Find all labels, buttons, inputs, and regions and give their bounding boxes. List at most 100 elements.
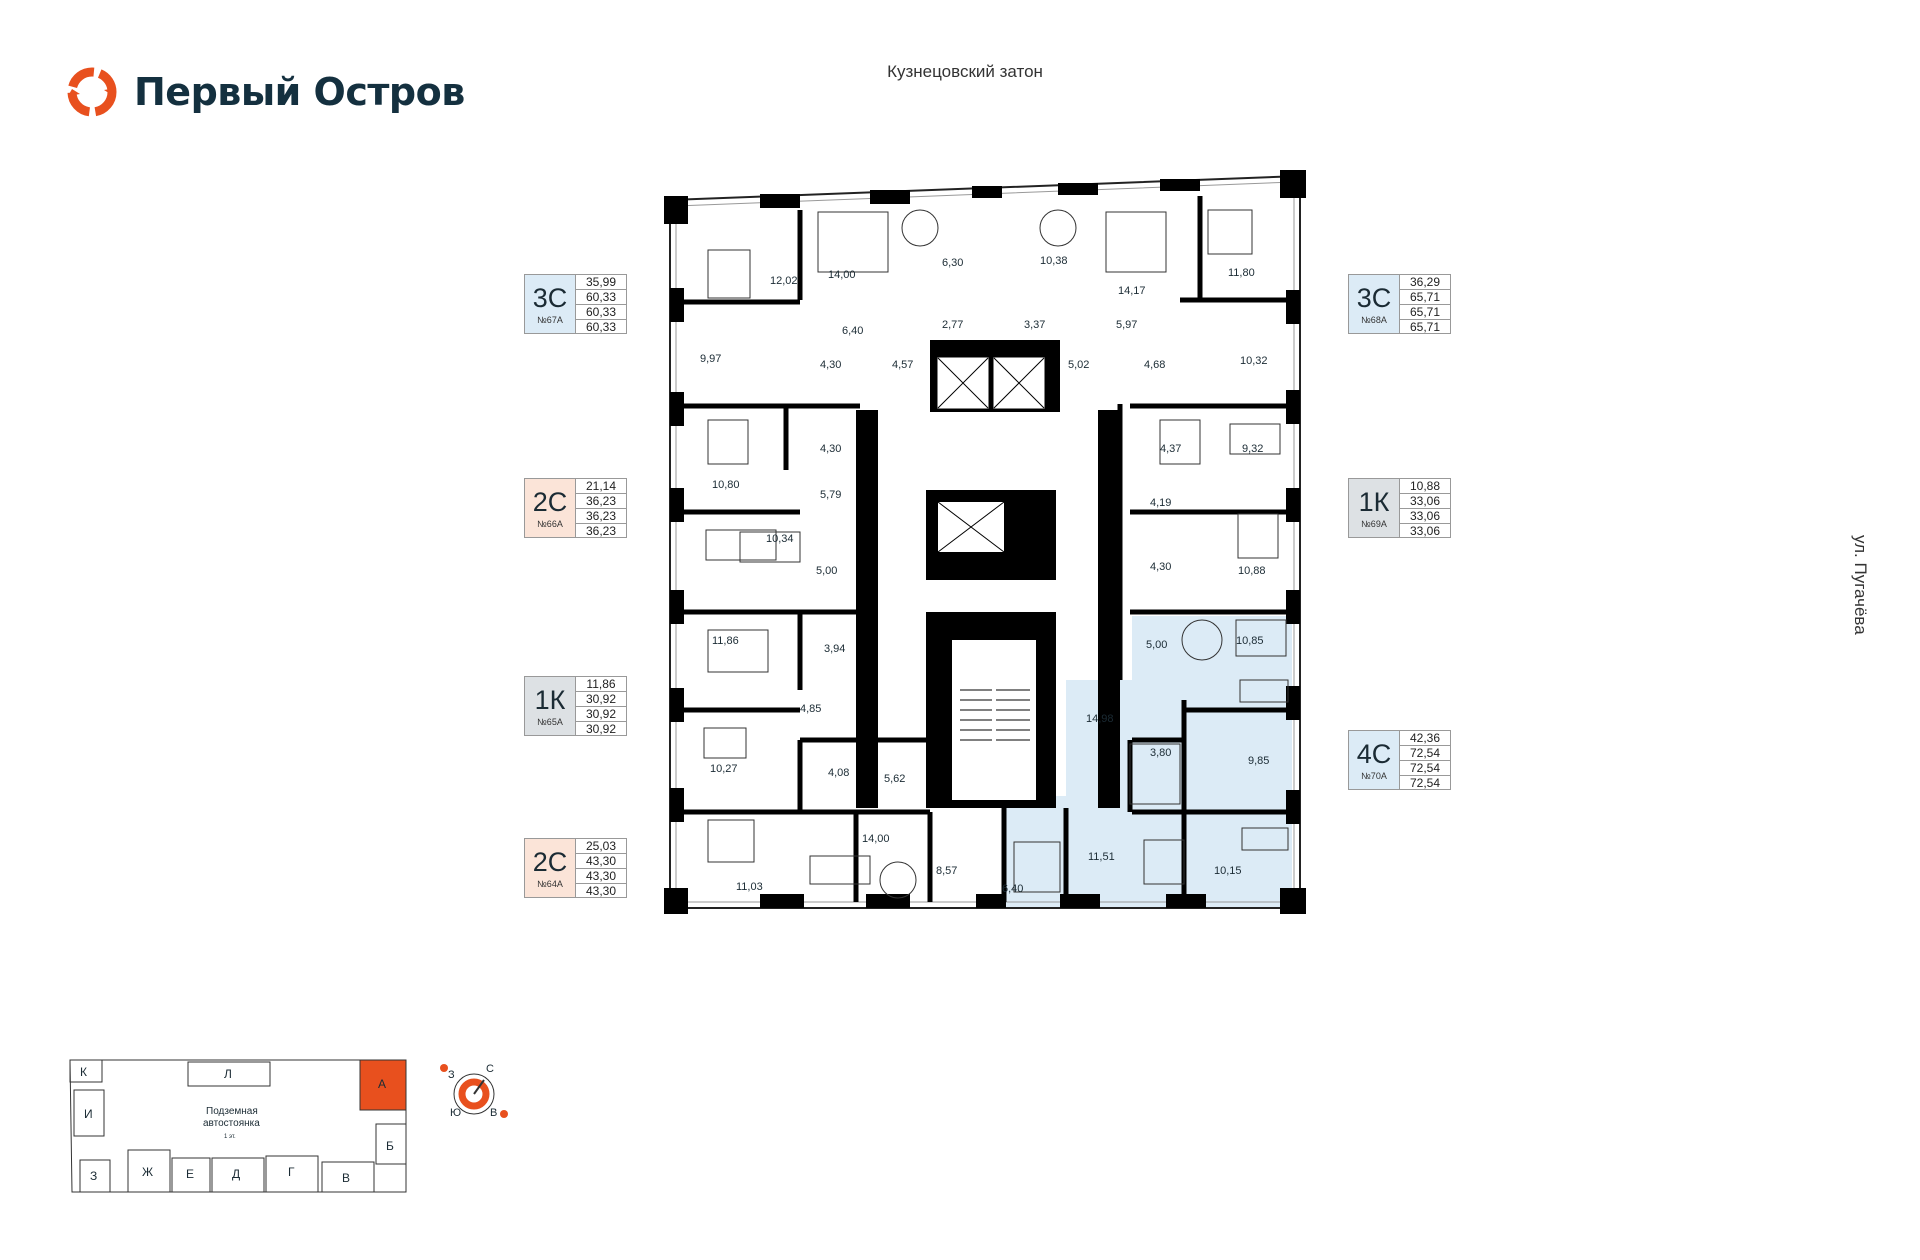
legend-type: 3С bbox=[532, 283, 568, 313]
legend-area: 60,33 bbox=[585, 320, 617, 334]
parking-label: Подземная bbox=[206, 1106, 258, 1117]
legend-area: 33,06 bbox=[1400, 509, 1450, 524]
room-area: 3,80 bbox=[1150, 747, 1171, 759]
legend-type: 1К bbox=[1358, 487, 1390, 517]
legend-area: 72,54 bbox=[1400, 761, 1450, 776]
room-area: 11,86 bbox=[712, 635, 739, 647]
legend-badge: 3С №67А bbox=[524, 274, 576, 334]
room-area: 10,38 bbox=[1040, 255, 1068, 267]
legend-number: №67А bbox=[537, 315, 563, 325]
section-label: Е bbox=[186, 1167, 194, 1181]
legend-70a[interactable]: 4С №70А 42,36 72,54 72,54 72,54 bbox=[1348, 730, 1451, 790]
section-label: Г bbox=[288, 1165, 295, 1179]
legend-area: 21,14 bbox=[576, 479, 626, 494]
water-label: Кузнецовский затон bbox=[887, 62, 1043, 81]
compass-dial-icon bbox=[458, 1078, 490, 1110]
legend-area: 42,36 bbox=[1400, 731, 1450, 746]
parking-label: автостоянка bbox=[203, 1118, 260, 1129]
section-label: К bbox=[80, 1065, 87, 1079]
sun-icon bbox=[500, 1110, 508, 1118]
room-area: 5,00 bbox=[816, 565, 837, 577]
legend-type: 3С bbox=[1356, 283, 1392, 313]
legend-64a[interactable]: 2С №64А 25,03 43,30 43,30 43,30 bbox=[524, 838, 627, 898]
legend-66a[interactable]: 2С №66А 21,14 36,23 36,23 36,23 bbox=[524, 478, 627, 538]
room-area: 9,97 bbox=[700, 353, 721, 365]
section-label: Б bbox=[386, 1139, 394, 1153]
section-i bbox=[73, 1089, 105, 1137]
section-b bbox=[375, 1123, 407, 1165]
legend-area: 72,54 bbox=[1400, 746, 1450, 761]
room-area: 4,85 bbox=[800, 703, 821, 715]
room-area: 4,68 bbox=[1144, 359, 1165, 371]
legend-65a[interactable]: 1К №65А 11,86 30,92 30,92 30,92 bbox=[524, 676, 627, 736]
legend-area: 10,88 bbox=[1400, 479, 1450, 494]
room-area: 6,30 bbox=[942, 257, 963, 269]
legend-area: 36,23 bbox=[585, 524, 617, 538]
legend-type: 4С bbox=[1356, 739, 1392, 769]
legend-badge: 1К №65А bbox=[524, 676, 576, 736]
room-area: 11,03 bbox=[736, 881, 763, 893]
compass-north: С bbox=[486, 1063, 494, 1075]
room-area: 4,37 bbox=[1160, 443, 1181, 455]
legend-area: 72,54 bbox=[1409, 776, 1441, 790]
legend-area: 65,71 bbox=[1400, 290, 1450, 305]
room-area: 9,32 bbox=[1242, 443, 1263, 455]
apartment-70a-highlight bbox=[1004, 616, 1292, 908]
legend-area: 60,33 bbox=[576, 305, 626, 320]
legend-area: 33,06 bbox=[1409, 524, 1441, 538]
legend-area: 33,06 bbox=[1400, 494, 1450, 509]
legend-areas: 36,29 65,71 65,71 65,71 bbox=[1400, 274, 1451, 334]
room-area: 5,02 bbox=[1068, 359, 1089, 371]
room-area: 9,85 bbox=[1248, 755, 1269, 767]
brand-name: Первый Остров bbox=[134, 70, 465, 114]
room-area: 10,85 bbox=[1236, 635, 1264, 647]
legend-69a[interactable]: 1К №69А 10,88 33,06 33,06 33,06 bbox=[1348, 478, 1451, 538]
section-a-active bbox=[359, 1059, 407, 1111]
section-label: А bbox=[378, 1077, 386, 1091]
room-area: 10,32 bbox=[1240, 355, 1268, 367]
legend-area: 36,23 bbox=[576, 509, 626, 524]
section-k bbox=[69, 1059, 103, 1083]
room-area: 5,00 bbox=[1146, 639, 1167, 651]
section-label: В bbox=[342, 1171, 350, 1185]
room-area: 4,30 bbox=[820, 359, 841, 371]
section-label: З bbox=[90, 1169, 97, 1183]
legend-number: №70А bbox=[1361, 771, 1387, 781]
section-label: Д bbox=[232, 1167, 240, 1181]
room-area: 10,88 bbox=[1238, 565, 1266, 577]
room-labels: 12,02 14,00 6,30 10,38 14,17 11,80 6,40 … bbox=[700, 255, 1269, 895]
legend-68a[interactable]: 3С №68А 36,29 65,71 65,71 65,71 bbox=[1348, 274, 1451, 334]
legend-area: 11,86 bbox=[576, 677, 626, 692]
legend-number: №66А bbox=[537, 519, 563, 529]
room-area: 3,37 bbox=[1024, 319, 1045, 331]
legend-number: №68А bbox=[1361, 315, 1387, 325]
section-l bbox=[187, 1061, 271, 1087]
legend-area: 65,71 bbox=[1400, 305, 1450, 320]
legend-67a[interactable]: 3С №67А 35,99 60,33 60,33 60,33 bbox=[524, 274, 627, 334]
legend-area: 65,71 bbox=[1409, 320, 1441, 334]
interior-walls bbox=[676, 196, 1294, 902]
legend-badge: 4С №70А bbox=[1348, 730, 1400, 790]
legend-number: №69А bbox=[1361, 519, 1387, 529]
legend-area: 43,30 bbox=[576, 869, 626, 884]
brand-logo[interactable]: Первый Остров bbox=[64, 64, 465, 120]
legend-area: 36,23 bbox=[576, 494, 626, 509]
room-area: 4,19 bbox=[1150, 497, 1171, 509]
room-area: 12,02 bbox=[770, 275, 798, 287]
room-area: 6,40 bbox=[1002, 883, 1023, 895]
legend-type: 2С bbox=[532, 847, 568, 877]
legend-area: 43,30 bbox=[576, 854, 626, 869]
legend-area: 30,92 bbox=[576, 707, 626, 722]
compass: С З Ю В bbox=[440, 1063, 508, 1119]
room-area: 6,40 bbox=[842, 325, 863, 337]
legend-areas: 35,99 60,33 60,33 60,33 bbox=[576, 274, 627, 334]
legend-area: 30,92 bbox=[585, 722, 617, 736]
legend-areas: 21,14 36,23 36,23 36,23 bbox=[576, 478, 627, 538]
sun-icon bbox=[440, 1064, 448, 1072]
room-area: 14,98 bbox=[1086, 713, 1114, 725]
room-area: 14,17 bbox=[1118, 285, 1146, 297]
compass-west: З bbox=[448, 1069, 455, 1081]
section-label: Л bbox=[224, 1067, 232, 1081]
section-d bbox=[211, 1157, 265, 1193]
